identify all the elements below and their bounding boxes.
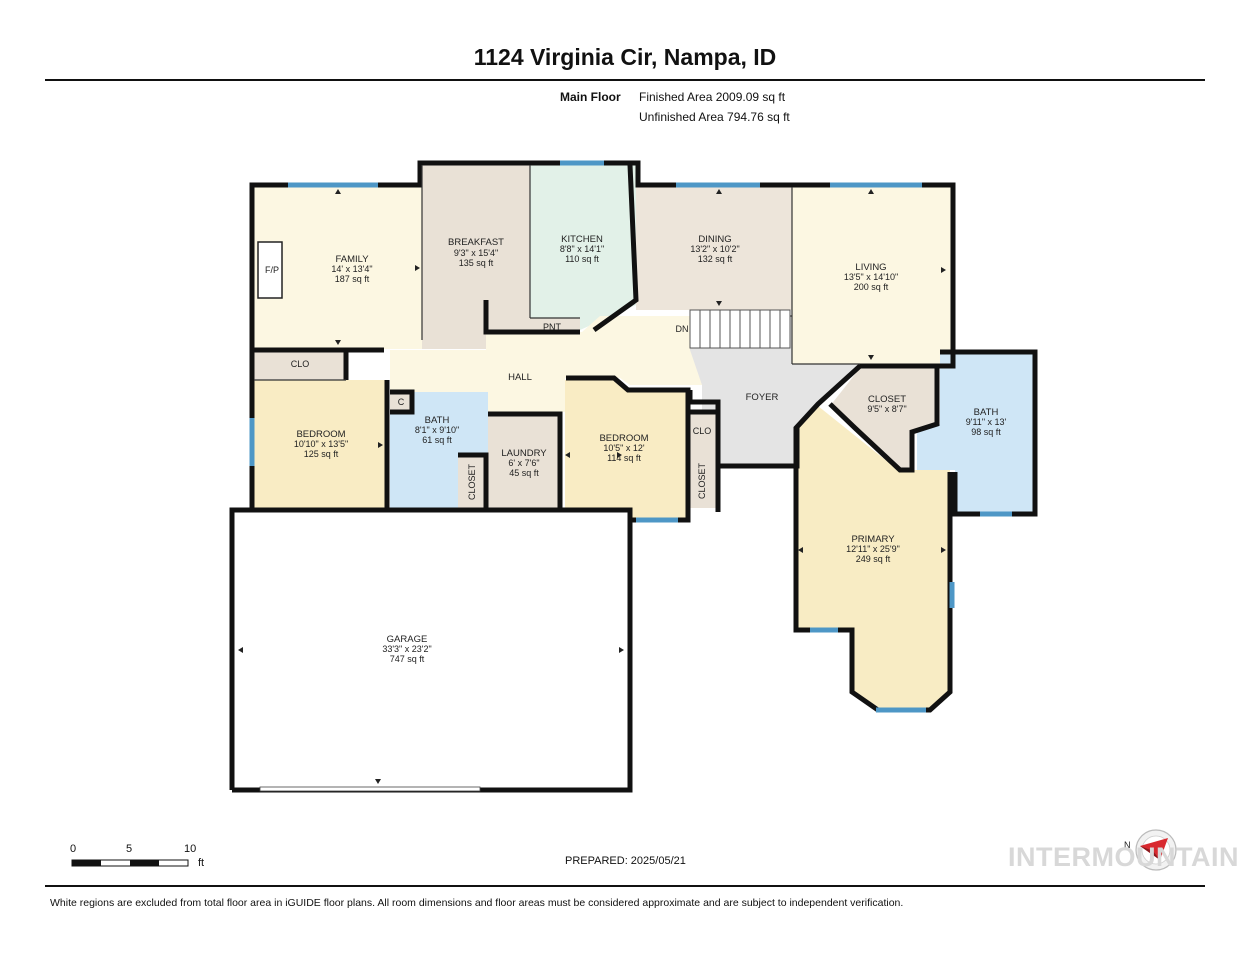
bath-left-dims: 8'1" x 9'10" [415,425,459,435]
fireplace-label: F/P [265,265,279,275]
dining-name: DINING [698,234,731,245]
kitchen-area: 110 sq ft [565,254,599,264]
room-fills [232,165,1033,790]
primary-room[interactable] [796,406,950,708]
header-divider [45,79,1205,81]
bedroom-mid[interactable] [565,380,688,520]
garage-dims: 33'3" x 23'2" [382,644,431,654]
disclaimer: White regions are excluded from total fl… [50,897,904,909]
garage-room[interactable] [232,510,630,790]
fireplace-icon [257,241,283,299]
living-name: LIVING [855,262,886,273]
clo-mid-label: CLO [693,426,712,436]
bath-left-area: 61 sq ft [422,435,452,445]
closet-mid-label: CLOSET [697,462,707,499]
clo-left-label: CLO [291,359,310,369]
garage-area: 747 sq ft [390,654,425,664]
stairs [689,309,791,349]
primary-area: 249 sq ft [856,554,891,564]
closet-small-label: CLOSET [467,463,477,500]
laundry-dims: 6' x 7'6" [508,458,539,468]
garage-door [259,786,481,792]
breakfast-name: BREAKFAST [448,237,504,248]
bedroom-mid-dims: 10'5" x 12' [603,443,644,453]
c-closet[interactable] [390,392,412,412]
laundry-room[interactable] [488,414,560,508]
scale-label-5: 5 [126,843,133,855]
hall-area[interactable] [390,316,702,412]
dining-dims: 13'2" x 10'2" [690,244,739,254]
bath-primary-area: 98 sq ft [971,427,1001,437]
bath-primary-dims: 9'11" x 13' [966,417,1007,427]
kitchen-room[interactable] [530,165,636,330]
page-title: 1124 Virginia Cir, Nampa, ID [473,44,777,70]
bedroom-left-name: BEDROOM [296,429,345,440]
family-name: FAMILY [335,254,369,265]
scale-bar: 0 5 10 ft [66,843,216,873]
scale-label-10: 10 [184,843,197,855]
laundry-name: LAUNDRY [501,448,547,459]
bedroom-left-dims: 10'10" x 13'5" [294,439,348,449]
watermark: INTERMOUNTAIN [1008,842,1239,872]
kitchen-dims: 8'8" x 14'1" [560,244,604,254]
closet-primary[interactable] [830,368,937,470]
closet-mid[interactable] [688,452,716,508]
room-labels: FAMILY 14' x 13'4" 187 sq ft F/P BREAKFA… [265,234,1007,664]
finished-area: Finished Area 2009.09 sq ft [639,90,786,104]
living-dims: 13'5" x 14'10" [844,272,898,282]
scale-unit: ft [198,857,205,869]
bedroom-mid-area: 114 sq ft [607,453,641,463]
bedroom-left[interactable] [254,380,387,508]
scale-label-0: 0 [70,843,77,855]
pantry-label: PNT [543,322,562,332]
family-area: 187 sq ft [335,274,370,284]
living-area: 200 sq ft [854,282,889,292]
bath-primary-name: BATH [974,407,999,418]
breakfast-room[interactable] [422,165,530,349]
breakfast-dims: 9'3" x 15'4" [454,248,498,258]
bath-left-lower[interactable] [390,475,458,508]
bath-left-name: BATH [425,415,450,426]
stairs-label: DN [676,324,689,334]
foyer-label: FOYER [746,392,779,403]
prepared-date: PREPARED: 2025/05/21 [565,855,686,867]
clo-mid[interactable] [688,412,716,452]
closet-small[interactable] [458,455,486,508]
family-dims: 14' x 13'4" [331,264,372,274]
foyer-area[interactable] [690,316,860,464]
dining-area: 132 sq ft [698,254,733,264]
living-room[interactable] [792,187,951,364]
scale-bar-graphic [71,859,189,867]
garage-name: GARAGE [387,634,428,645]
primary-dims: 12'11" x 25'9" [846,544,900,554]
floor-label: Main Floor [560,90,621,104]
primary-name: PRIMARY [851,534,895,545]
compass-icon: N [1124,829,1177,871]
bedroom-mid-name: BEDROOM [599,433,648,444]
bedroom-left-area: 125 sq ft [304,449,339,459]
hall-label: HALL [508,372,532,383]
dimension-arrows [238,189,946,784]
unfinished-area: Unfinished Area 794.76 sq ft [639,110,790,124]
dining-room[interactable] [636,187,792,310]
c-closet-label: C [398,397,405,407]
closet-primary-name: CLOSET [868,394,906,405]
bath-primary[interactable] [917,354,1033,512]
kitchen-name: KITCHEN [561,234,603,245]
clo-left[interactable] [254,350,346,380]
laundry-area: 45 sq ft [509,468,539,478]
closet-primary-dims: 9'5" x 8'7" [867,404,906,414]
compass-north-label: N [1124,840,1131,850]
breakfast-area: 135 sq ft [459,258,494,268]
windows [249,160,1012,713]
